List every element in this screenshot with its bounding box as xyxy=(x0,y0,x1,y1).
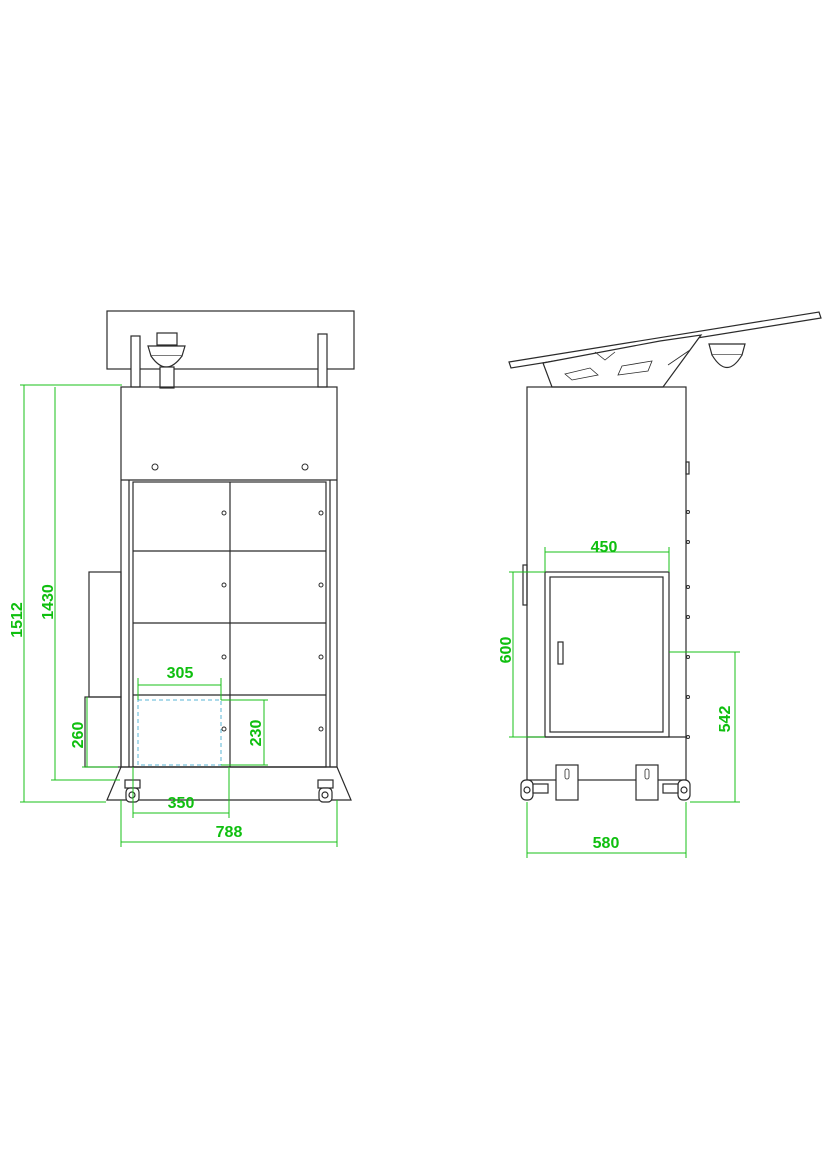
side-view xyxy=(508,311,822,801)
dim-depth: 580 xyxy=(593,835,620,852)
front-wheel-right-icon xyxy=(317,779,334,803)
front-base xyxy=(106,766,352,801)
side-mount-bracket-left xyxy=(555,764,579,801)
front-support-post-right xyxy=(317,333,328,388)
dim-cabinet-height: 1430 xyxy=(40,584,57,620)
side-cabinet-body xyxy=(526,386,687,781)
front-camera-icon xyxy=(147,332,186,389)
front-lock-left-icon xyxy=(151,463,159,471)
dim-door-width: 450 xyxy=(591,539,618,556)
front-side-box-lower xyxy=(84,696,122,768)
side-wheel-left-icon xyxy=(520,779,549,801)
side-camera-icon xyxy=(708,343,746,369)
front-view xyxy=(84,310,355,803)
side-door xyxy=(549,576,664,733)
front-locker-grid xyxy=(132,481,327,768)
dim-overall-width: 788 xyxy=(216,824,243,841)
front-side-box xyxy=(88,571,122,698)
dim-compartment-width: 305 xyxy=(167,665,194,682)
side-panel-bracket xyxy=(542,334,703,388)
front-support-post-left xyxy=(130,335,141,388)
front-lock-right-icon xyxy=(301,463,309,471)
side-wheel-right-icon xyxy=(662,779,691,801)
side-mount-bracket-right xyxy=(635,764,659,801)
dim-door-bottom-height: 542 xyxy=(717,706,734,733)
dim-side-box-height: 260 xyxy=(70,722,87,749)
front-top-panel xyxy=(106,310,355,370)
side-door-handle xyxy=(557,641,564,665)
dim-compartment-height: 230 xyxy=(248,720,265,747)
front-hidden-compartment xyxy=(137,699,222,766)
dim-total-height: 1512 xyxy=(9,602,26,638)
front-dimension-lines xyxy=(20,384,338,847)
side-door-frame xyxy=(544,571,670,738)
dim-opening-width: 350 xyxy=(168,795,195,812)
front-cabinet-body xyxy=(120,386,338,768)
side-dimension-lines xyxy=(509,547,740,858)
dim-door-height: 600 xyxy=(498,637,515,664)
